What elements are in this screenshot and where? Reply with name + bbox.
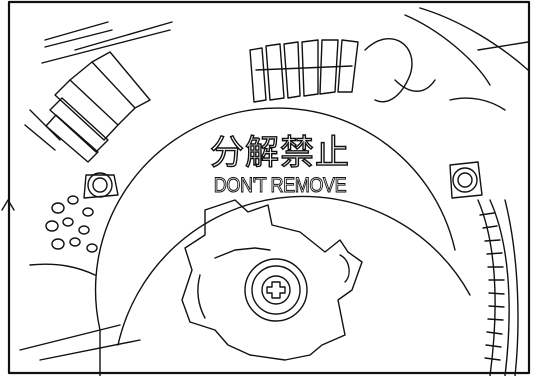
dont-remove-label-en: DON'T REMOVE: [213, 174, 347, 198]
do-not-disassemble-label-jp: 分解禁止: [209, 133, 350, 173]
left-screw-boss: [83, 172, 119, 199]
top-right-curves: [364, 7, 529, 111]
centre-screw: [244, 258, 308, 322]
upper-left-lines: [41, 21, 173, 64]
left-vent-grille: [24, 51, 151, 163]
lower-left-lines: [19, 263, 141, 361]
edge-arrow-mark: [1, 199, 15, 211]
right-gear-teeth: [477, 199, 519, 376]
diagram-border: [7, 0, 531, 375]
main-disk: [94, 107, 471, 376]
right-screw-boss: [449, 161, 483, 199]
left-perforations: [45, 195, 98, 253]
rotor-plate: [181, 199, 363, 361]
top-vent-fins: [249, 39, 359, 103]
